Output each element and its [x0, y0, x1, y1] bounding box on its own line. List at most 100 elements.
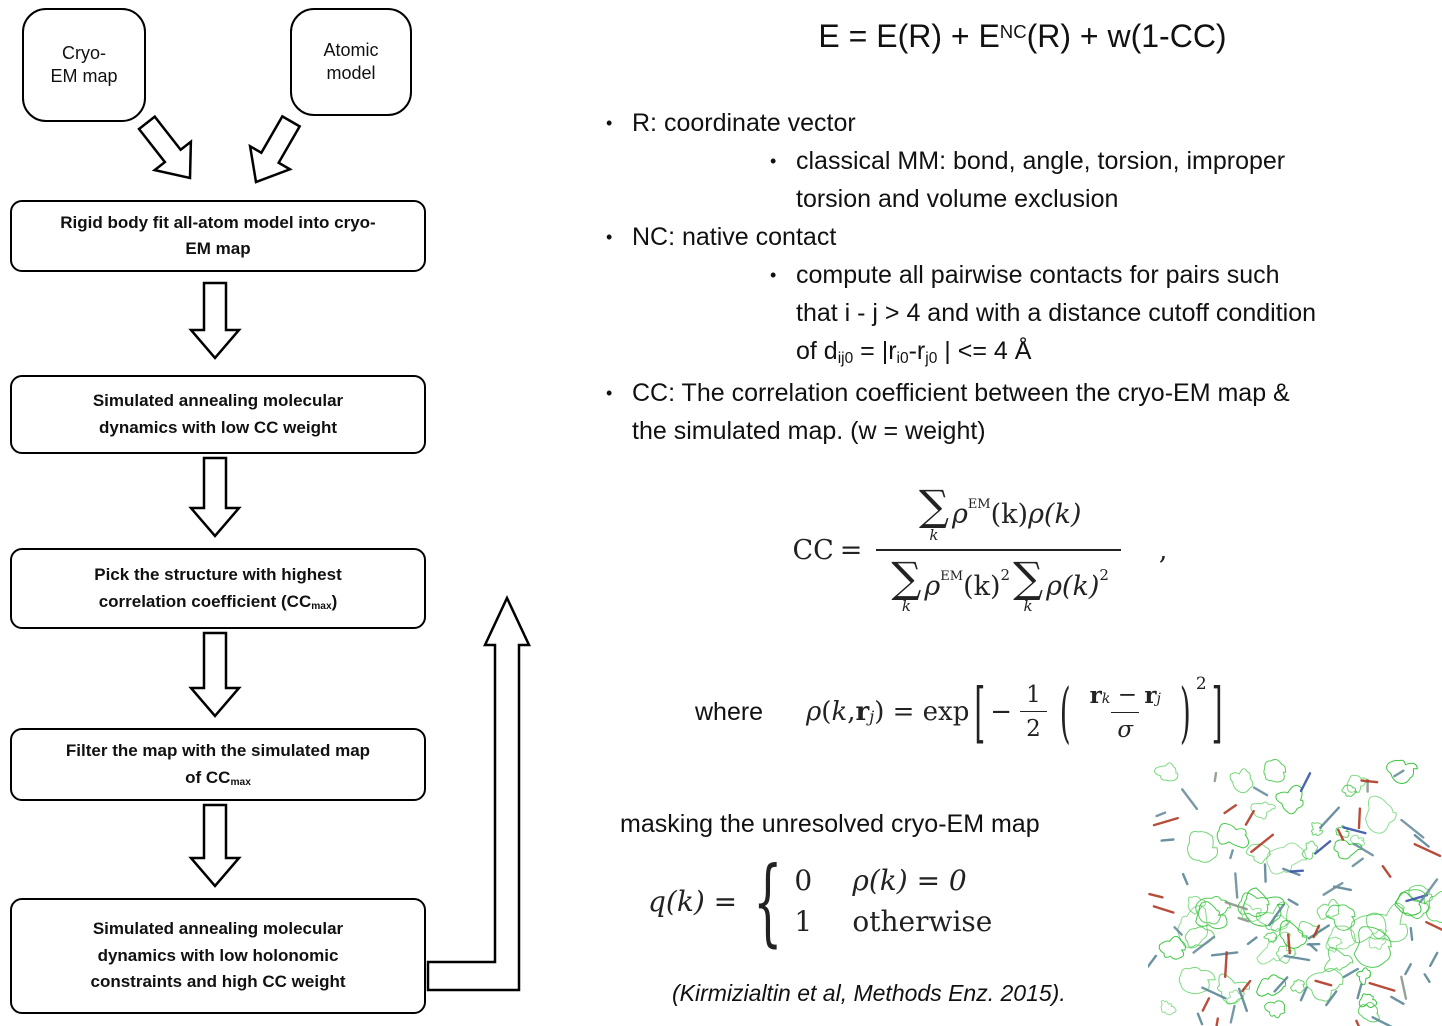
step-filter-map: Filter the map with the simulated map of… [10, 728, 426, 801]
comma: , [1158, 535, 1168, 566]
arrow-loop-back [426, 595, 531, 992]
of-k: (k) [990, 499, 1029, 531]
bullet-nc: • NC: native contact [600, 218, 1442, 256]
superscript-2: 2 [1000, 566, 1011, 585]
subscript-k: k [1101, 691, 1111, 708]
where-label: where [695, 698, 764, 726]
vector-r: r [1144, 681, 1157, 709]
rho-of-k: ρ(k) [1046, 570, 1100, 602]
arrow-cryo-input [137, 114, 193, 180]
text-segment: E = E(R) + E [818, 18, 1000, 54]
subscript-j: j [869, 707, 875, 727]
sum-index: k [929, 525, 939, 544]
cc-lhs: CC [792, 535, 834, 566]
step-line: EM map [185, 239, 251, 258]
arrow-down-1 [188, 281, 242, 360]
bullet-line: of dij0 = |ri0-rj0 | <= 4 Å [796, 332, 1442, 374]
rho-symbol: ρ [924, 570, 941, 602]
arrow-model-input [248, 114, 302, 184]
sigma-glyph: ∑ [1013, 552, 1044, 602]
sigma-glyph: ∑ [918, 480, 949, 530]
denominator: 2 [1020, 711, 1047, 742]
text-segment: (R) + w(1-CC) [1026, 18, 1227, 54]
step-line: of CCmax [185, 765, 251, 791]
node-line: Cryo- [62, 42, 106, 63]
subscript: i0 [896, 350, 909, 368]
step-sa-md-high-cc: Simulated annealing molecular dynamics w… [10, 898, 426, 1014]
rho-symbol: ρ [806, 697, 822, 727]
step-line: dynamics with low holonomic [97, 945, 339, 965]
bullet-r-sub: • classical MM: bond, angle, torsion, im… [600, 142, 1442, 218]
bullet-dot: • [770, 265, 777, 285]
arrow-down-3 [188, 631, 242, 718]
node-atomic-model: Atomic model [290, 8, 412, 116]
bullet-text: CC: The correlation coefficient between … [632, 374, 1442, 450]
numerator: 1 [1026, 682, 1041, 708]
sum-symbol: ∑k [891, 556, 921, 616]
left-paren: ( [1059, 673, 1071, 751]
bullet-list: • R: coordinate vector • classical MM: b… [600, 104, 1442, 450]
energy-equation: E = E(R) + ENC(R) + w(1-CC) [600, 18, 1442, 55]
subscript-j: j [1156, 691, 1161, 708]
left-bracket: [ [974, 673, 986, 751]
subscript-max: max [230, 777, 251, 789]
text-segment: -r [908, 337, 926, 365]
subscript-max: max [311, 601, 332, 613]
bullet-nc-sub: • compute all pairwise contacts for pair… [600, 256, 1442, 374]
bullet-dot: • [606, 383, 613, 403]
step-sa-md-low-cc: Simulated annealing molecular dynamics w… [10, 375, 426, 454]
of-k: (k) [963, 570, 1001, 602]
node-line: model [326, 63, 376, 83]
node-line: EM map [50, 66, 118, 86]
bullet-dot: • [606, 227, 613, 247]
q-lhs: q(k) = [648, 884, 738, 918]
step-pick-highest-cc: Pick the structure with highest correlat… [10, 548, 426, 629]
case-condition: ρ(k) = 0 [852, 864, 967, 897]
sum-index: k [1023, 597, 1033, 616]
text-segment: of d [796, 337, 838, 365]
minus-sign: − [1117, 682, 1138, 708]
bullet-line: compute all pairwise contacts for pairs … [796, 261, 1280, 289]
rho-of-k: ρ(k) [1028, 499, 1082, 531]
superscript-2: 2 [1099, 566, 1109, 585]
bullet-line: torsion and volume exclusion [796, 185, 1119, 213]
text-segment: = |r [853, 337, 897, 365]
step-line: correlation coefficient (CCmax) [99, 589, 338, 615]
step-line: Rigid body fit all-atom model into cryo- [60, 212, 376, 232]
bullet-line: classical MM: bond, angle, torsion, impr… [796, 147, 1286, 175]
bullet-text: classical MM: bond, angle, torsion, impr… [796, 142, 1442, 218]
step-line: dynamics with low CC weight [98, 417, 338, 437]
minus-sign: − [990, 697, 1013, 727]
case-value: 1 [794, 905, 813, 938]
citation: (Kirmizialtin et al, Methods Enz. 2015). [672, 980, 1066, 1006]
text-segment: of CC [185, 767, 231, 787]
molecule-density-image [1148, 758, 1442, 1026]
sigma-symbol: σ [1111, 711, 1140, 743]
vector-r: r [855, 697, 870, 727]
arrow-down-2 [188, 456, 242, 538]
sum-symbol: ∑k [1013, 552, 1044, 616]
superscript-2: 2 [1195, 674, 1207, 694]
subscript: j0 [925, 350, 938, 368]
sum-index: k [901, 597, 911, 616]
superscript-em: EM [940, 569, 964, 585]
bullet-dot: • [770, 151, 777, 171]
bullet-text: NC: native contact [632, 223, 837, 251]
bullet-dot: • [606, 113, 613, 133]
equals-sign: = [839, 535, 863, 566]
equals-exp: ) = exp [874, 697, 970, 727]
paren: ( [821, 697, 832, 727]
bullet-text: compute all pairwise contacts for pairs … [796, 256, 1442, 374]
superscript-em: EM [967, 497, 991, 513]
case-value: 0 [794, 864, 813, 897]
node-line: Atomic [323, 39, 379, 60]
text-segment: ) [331, 591, 338, 611]
superscript-nc: NC [999, 20, 1027, 42]
bullet-line: the simulated map. (w = weight) [632, 417, 986, 445]
comma: , [847, 697, 856, 727]
